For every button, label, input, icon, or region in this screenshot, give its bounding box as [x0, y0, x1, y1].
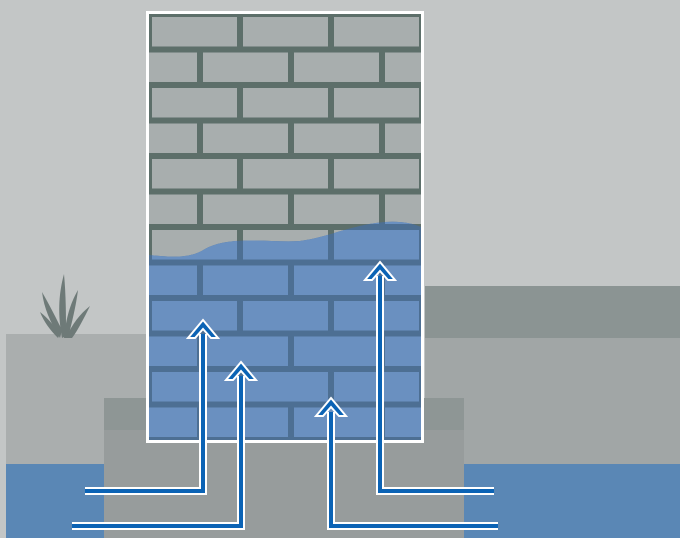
brick	[149, 123, 197, 153]
brick	[152, 159, 237, 189]
brick	[203, 52, 288, 82]
brick	[243, 159, 328, 189]
brick	[243, 88, 328, 118]
arrow-head	[185, 318, 221, 339]
brick	[294, 123, 379, 153]
ground-right	[425, 338, 680, 466]
brick	[385, 52, 421, 82]
wet-brick	[385, 407, 421, 437]
wet-brick	[203, 265, 288, 295]
moisture-arrow-icon	[362, 260, 494, 495]
brick	[149, 52, 197, 82]
wet-brick	[203, 336, 288, 366]
brick	[152, 88, 237, 118]
brick	[385, 123, 421, 153]
moisture-arrow-icon	[72, 360, 259, 530]
wet-brick	[152, 301, 237, 331]
wet-brick	[334, 230, 419, 260]
ground-band-right	[425, 286, 680, 338]
brick	[243, 17, 328, 47]
arrow-head	[362, 260, 398, 281]
brick	[385, 194, 421, 224]
brick	[149, 194, 197, 224]
arrow-head	[223, 360, 259, 381]
wet-brick	[294, 336, 379, 366]
moisture-arrow-icon	[313, 396, 498, 530]
wet-brick	[152, 372, 237, 402]
wet-brick	[149, 265, 197, 295]
groundwater-right	[464, 464, 680, 538]
moisture-arrows	[72, 260, 498, 530]
arrow-head	[313, 396, 349, 417]
brick	[294, 194, 379, 224]
wet-brick	[385, 221, 421, 224]
grass-tuft-icon	[40, 274, 90, 338]
footing-slab	[104, 430, 464, 538]
brick	[294, 52, 379, 82]
brick	[334, 159, 419, 189]
wet-brick	[243, 372, 328, 402]
wet-brick	[243, 301, 328, 331]
brick	[334, 17, 419, 47]
brick	[334, 88, 419, 118]
wet-brick	[149, 407, 197, 437]
brick	[152, 17, 237, 47]
brick	[203, 194, 288, 224]
wet-brick	[149, 336, 197, 366]
wet-brick	[385, 336, 421, 366]
brick-wall	[146, 11, 424, 443]
brick	[203, 123, 288, 153]
moisture-arrow-icon	[85, 318, 221, 495]
wet-brick	[203, 407, 288, 437]
